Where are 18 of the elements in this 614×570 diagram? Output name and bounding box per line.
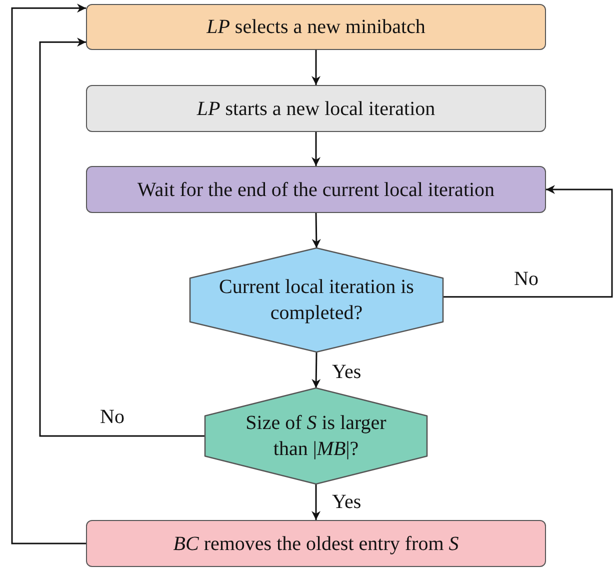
process-box xyxy=(86,520,546,567)
node-text: LP starts a new local iteration xyxy=(196,96,436,122)
arrow xyxy=(312,50,320,85)
arrow xyxy=(312,352,321,388)
arrow xyxy=(312,212,321,248)
arrow xyxy=(312,132,320,166)
arrow xyxy=(39,38,205,437)
arrow xyxy=(443,185,613,298)
arrow xyxy=(11,4,86,544)
node-text: Wait for the end of the current local iteration xyxy=(137,178,495,202)
node-text: Size of S is larger than |MB|? xyxy=(244,411,388,462)
process-box xyxy=(86,85,546,132)
node-text: LP selects a new minibatch xyxy=(206,15,426,40)
process-box xyxy=(86,4,546,50)
node-text: BC removes the oldest entry from S xyxy=(173,532,459,556)
node-text: Current local iteration is completed? xyxy=(218,275,415,326)
process-box xyxy=(86,166,546,213)
arrow xyxy=(312,484,320,520)
